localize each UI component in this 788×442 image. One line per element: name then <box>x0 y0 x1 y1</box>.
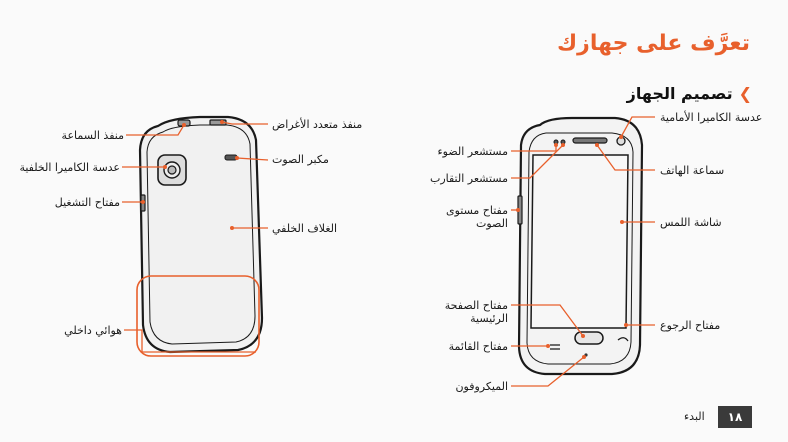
label-back-key: مفتاح الرجوع <box>660 319 721 332</box>
back-leader-lines <box>122 121 269 353</box>
label-multipurpose-jack: منفذ متعدد الأغراض <box>272 118 363 131</box>
label-speaker: مكبر الصوت <box>272 153 329 166</box>
label-volume-key: مفتاح مستوى الصوت <box>445 204 508 230</box>
phone-back-illustration <box>136 115 264 357</box>
label-rear-camera-lens: عدسة الكاميرا الخلفية <box>19 161 120 174</box>
section-heading-text: تصميم الجهاز <box>626 84 733 103</box>
label-light-sensor: مستشعر الضوء <box>437 145 508 158</box>
phone-front-illustration <box>517 116 644 376</box>
label-power-key: مفتاح التشغيل <box>54 196 120 209</box>
chevron-right-icon: ❯ <box>738 84 752 103</box>
label-internal-antenna: هوائي داخلي <box>64 324 122 337</box>
section-heading: ❯ تصميم الجهاز <box>627 84 752 103</box>
label-back-cover: الغلاف الخلفي <box>272 222 338 235</box>
label-home-key: مفتاح الصفحة الرئيسية <box>444 299 508 325</box>
label-earpiece: سماعة الهاتف <box>660 164 725 177</box>
front-leader-lines <box>511 116 655 387</box>
label-touch-screen: شاشة اللمس <box>660 216 722 229</box>
page-title: تعرَّف على جهازك <box>557 31 750 56</box>
label-headset-jack: منفذ السماعة <box>61 129 124 142</box>
label-menu-key: مفتاح القائمة <box>448 340 508 353</box>
label-microphone: الميكروفون <box>455 380 508 393</box>
footer-section-name: البدء <box>684 410 705 423</box>
label-proximity-sensor: مستشعر التقارب <box>429 172 508 185</box>
label-front-camera-lens: عدسة الكاميرا الأمامية <box>660 111 763 124</box>
page-number: ١٨ <box>718 406 752 428</box>
